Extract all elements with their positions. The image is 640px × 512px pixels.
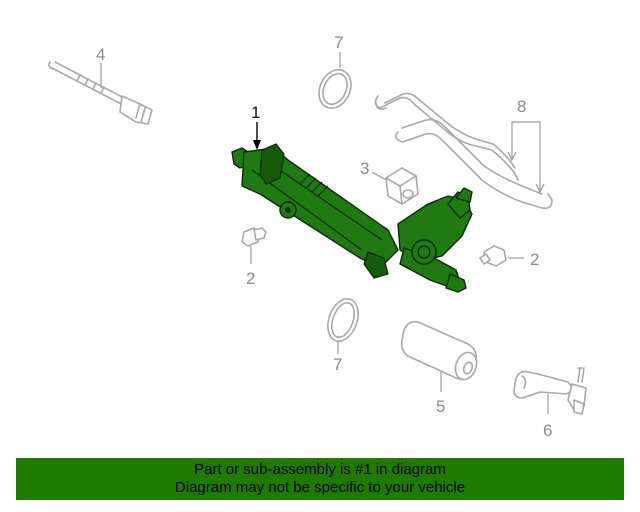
- part-2-fitting-right[interactable]: [479, 245, 507, 267]
- diagram-notice-banner: Part or sub-assembly is #1 in diagram Di…: [16, 458, 624, 500]
- part-3-bushing[interactable]: [385, 167, 419, 205]
- part-7-seal-upper[interactable]: [313, 65, 357, 114]
- part-6-tie-rod-end[interactable]: [513, 367, 587, 415]
- part-8-hoses[interactable]: [374, 92, 553, 210]
- callout-7-lower: 7: [333, 355, 342, 374]
- part-4-inner-tie-rod[interactable]: [48, 61, 153, 125]
- part-5-canister[interactable]: [400, 320, 481, 383]
- notice-line-1: Part or sub-assembly is #1 in diagram: [194, 461, 446, 478]
- callout-5: 5: [436, 397, 445, 416]
- callout-1: 1: [251, 103, 260, 122]
- part-1-steering-rack[interactable]: [231, 143, 473, 293]
- part-2-fitting-left[interactable]: [241, 227, 267, 247]
- callout-2-left: 2: [246, 269, 255, 288]
- parts-diagram: 4 7 8 3: [48, 33, 587, 440]
- callout-4: 4: [96, 45, 105, 64]
- callout-2-right: 2: [530, 250, 539, 269]
- notice-line-2: Diagram may not be specific to your vehi…: [174, 479, 466, 496]
- callout-6: 6: [543, 421, 552, 440]
- callout-7-upper: 7: [334, 33, 343, 52]
- callout-3: 3: [360, 159, 369, 178]
- part-7-seal-lower[interactable]: [322, 295, 363, 346]
- callout-8: 8: [517, 97, 526, 116]
